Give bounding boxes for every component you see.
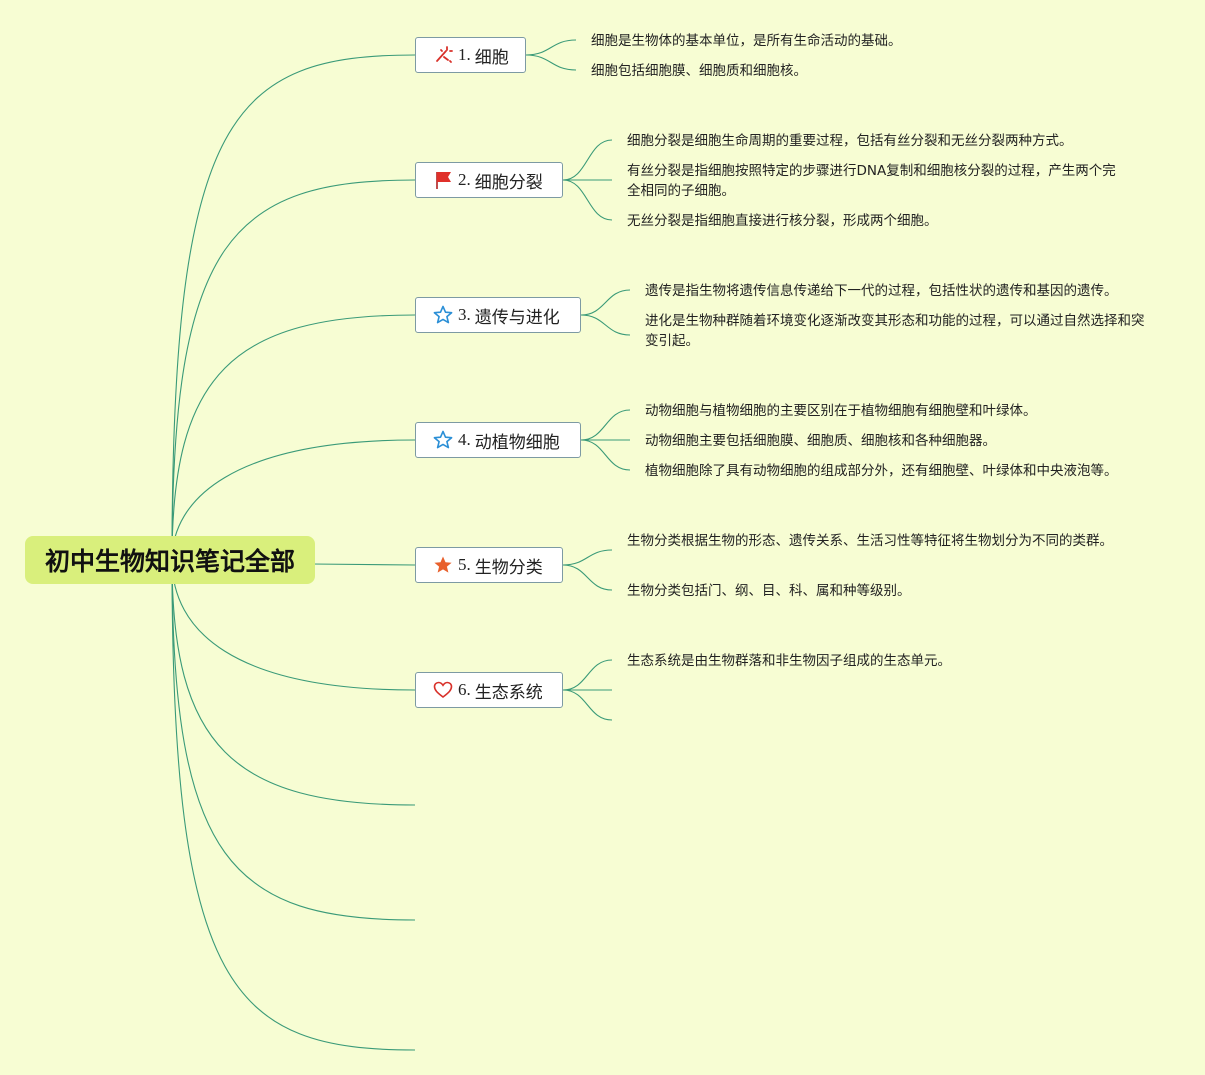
leaf-note[interactable]: 细胞是生物体的基本单位，是所有生命活动的基础。 [591, 33, 902, 49]
leaf-connector [525, 54, 577, 71]
leaf-note[interactable]: 进化是生物种群随着环境变化逐渐改变其形态和功能的过程，可以通过自然选择和突变引起… [645, 313, 1145, 349]
leaf-note[interactable]: 动物细胞主要包括细胞膜、细胞质、细胞核和各种细胞器。 [645, 433, 996, 449]
leaf-connector [562, 549, 613, 566]
root-connector [171, 559, 416, 806]
leaf-connector [562, 179, 613, 221]
branch-heredity-evolution[interactable]: 3. 遗传与进化 [415, 297, 581, 333]
leaf-connector [562, 659, 613, 691]
leaf-note[interactable]: 无丝分裂是指细胞直接进行核分裂，形成两个细胞。 [627, 213, 938, 229]
leaf-note[interactable]: 细胞分裂是细胞生命周期的重要过程，包括有丝分裂和无丝分裂两种方式。 [627, 133, 1073, 149]
branch-label: 细胞分裂 [474, 172, 543, 193]
root-connector [171, 179, 416, 561]
leaf-note[interactable]: 生态系统是由生物群落和非生物因子组成的生态单元。 [627, 653, 951, 669]
leaf-connector [580, 409, 631, 441]
branch-number: 4. [458, 430, 471, 449]
branch-number: 1. [458, 45, 471, 64]
leaf-connector [562, 139, 613, 181]
leaf-note[interactable]: 生物分类根据生物的形态、遗传关系、生活习性等特征将生物划分为不同的类群。 [627, 533, 1113, 549]
leaf-connector [580, 314, 631, 336]
branch-cell-division[interactable]: 2. 细胞分裂 [415, 162, 563, 198]
root-connector [311, 563, 416, 566]
branch-label: 生态系统 [474, 682, 543, 703]
branch-label: 生物分类 [474, 557, 543, 578]
branch-label: 动植物细胞 [474, 432, 560, 453]
branch-classification[interactable]: 5. 生物分类 [415, 547, 563, 583]
root-connector [171, 314, 416, 561]
sparkle-icon [432, 44, 454, 66]
root-connector [171, 559, 416, 921]
star-filled-icon [432, 554, 454, 576]
leaf-note[interactable]: 细胞包括细胞膜、细胞质和细胞核。 [591, 63, 807, 79]
root-topic[interactable]: 初中生物知识笔记全部 [25, 536, 315, 584]
leaf-connector [580, 439, 631, 471]
flag-icon [432, 169, 454, 191]
branch-label: 遗传与进化 [474, 307, 560, 328]
branch-number: 6. [458, 680, 471, 699]
leaf-note[interactable]: 生物分类包括门、纲、目、科、属和种等级别。 [627, 583, 911, 599]
star-outline-icon [432, 304, 454, 326]
leaf-note[interactable]: 植物细胞除了具有动物细胞的组成部分外，还有细胞壁、叶绿体和中央液泡等。 [645, 463, 1118, 479]
root-connector [171, 559, 416, 691]
leaf-note[interactable]: 有丝分裂是指细胞按照特定的步骤进行DNA复制和细胞核分裂的过程，产生两个完全相同… [627, 163, 1116, 199]
leaf-connector [562, 564, 613, 591]
branch-label: 细胞 [474, 47, 509, 68]
leaf-note[interactable]: 遗传是指生物将遗传信息传递给下一代的过程，包括性状的遗传和基因的遗传。 [645, 283, 1118, 299]
branch-cell[interactable]: 1. 细胞 [415, 37, 526, 73]
leaf-note[interactable]: 动物细胞与植物细胞的主要区别在于植物细胞有细胞壁和叶绿体。 [645, 403, 1037, 419]
branch-animal-plant-cells[interactable]: 4. 动植物细胞 [415, 422, 581, 458]
root-connector [171, 54, 416, 561]
root-title: 初中生物知识笔记全部 [44, 547, 295, 576]
branch-number: 5. [458, 555, 471, 574]
root-connector [171, 559, 416, 1051]
leaf-connector [562, 689, 613, 721]
branch-ecosystem[interactable]: 6. 生态系统 [415, 672, 563, 708]
leaf-connector [580, 289, 631, 316]
leaf-connector [525, 39, 577, 56]
branch-number: 2. [458, 170, 471, 189]
branch-number: 3. [458, 305, 471, 324]
heart-icon [432, 679, 454, 701]
star-outline-icon [432, 429, 454, 451]
